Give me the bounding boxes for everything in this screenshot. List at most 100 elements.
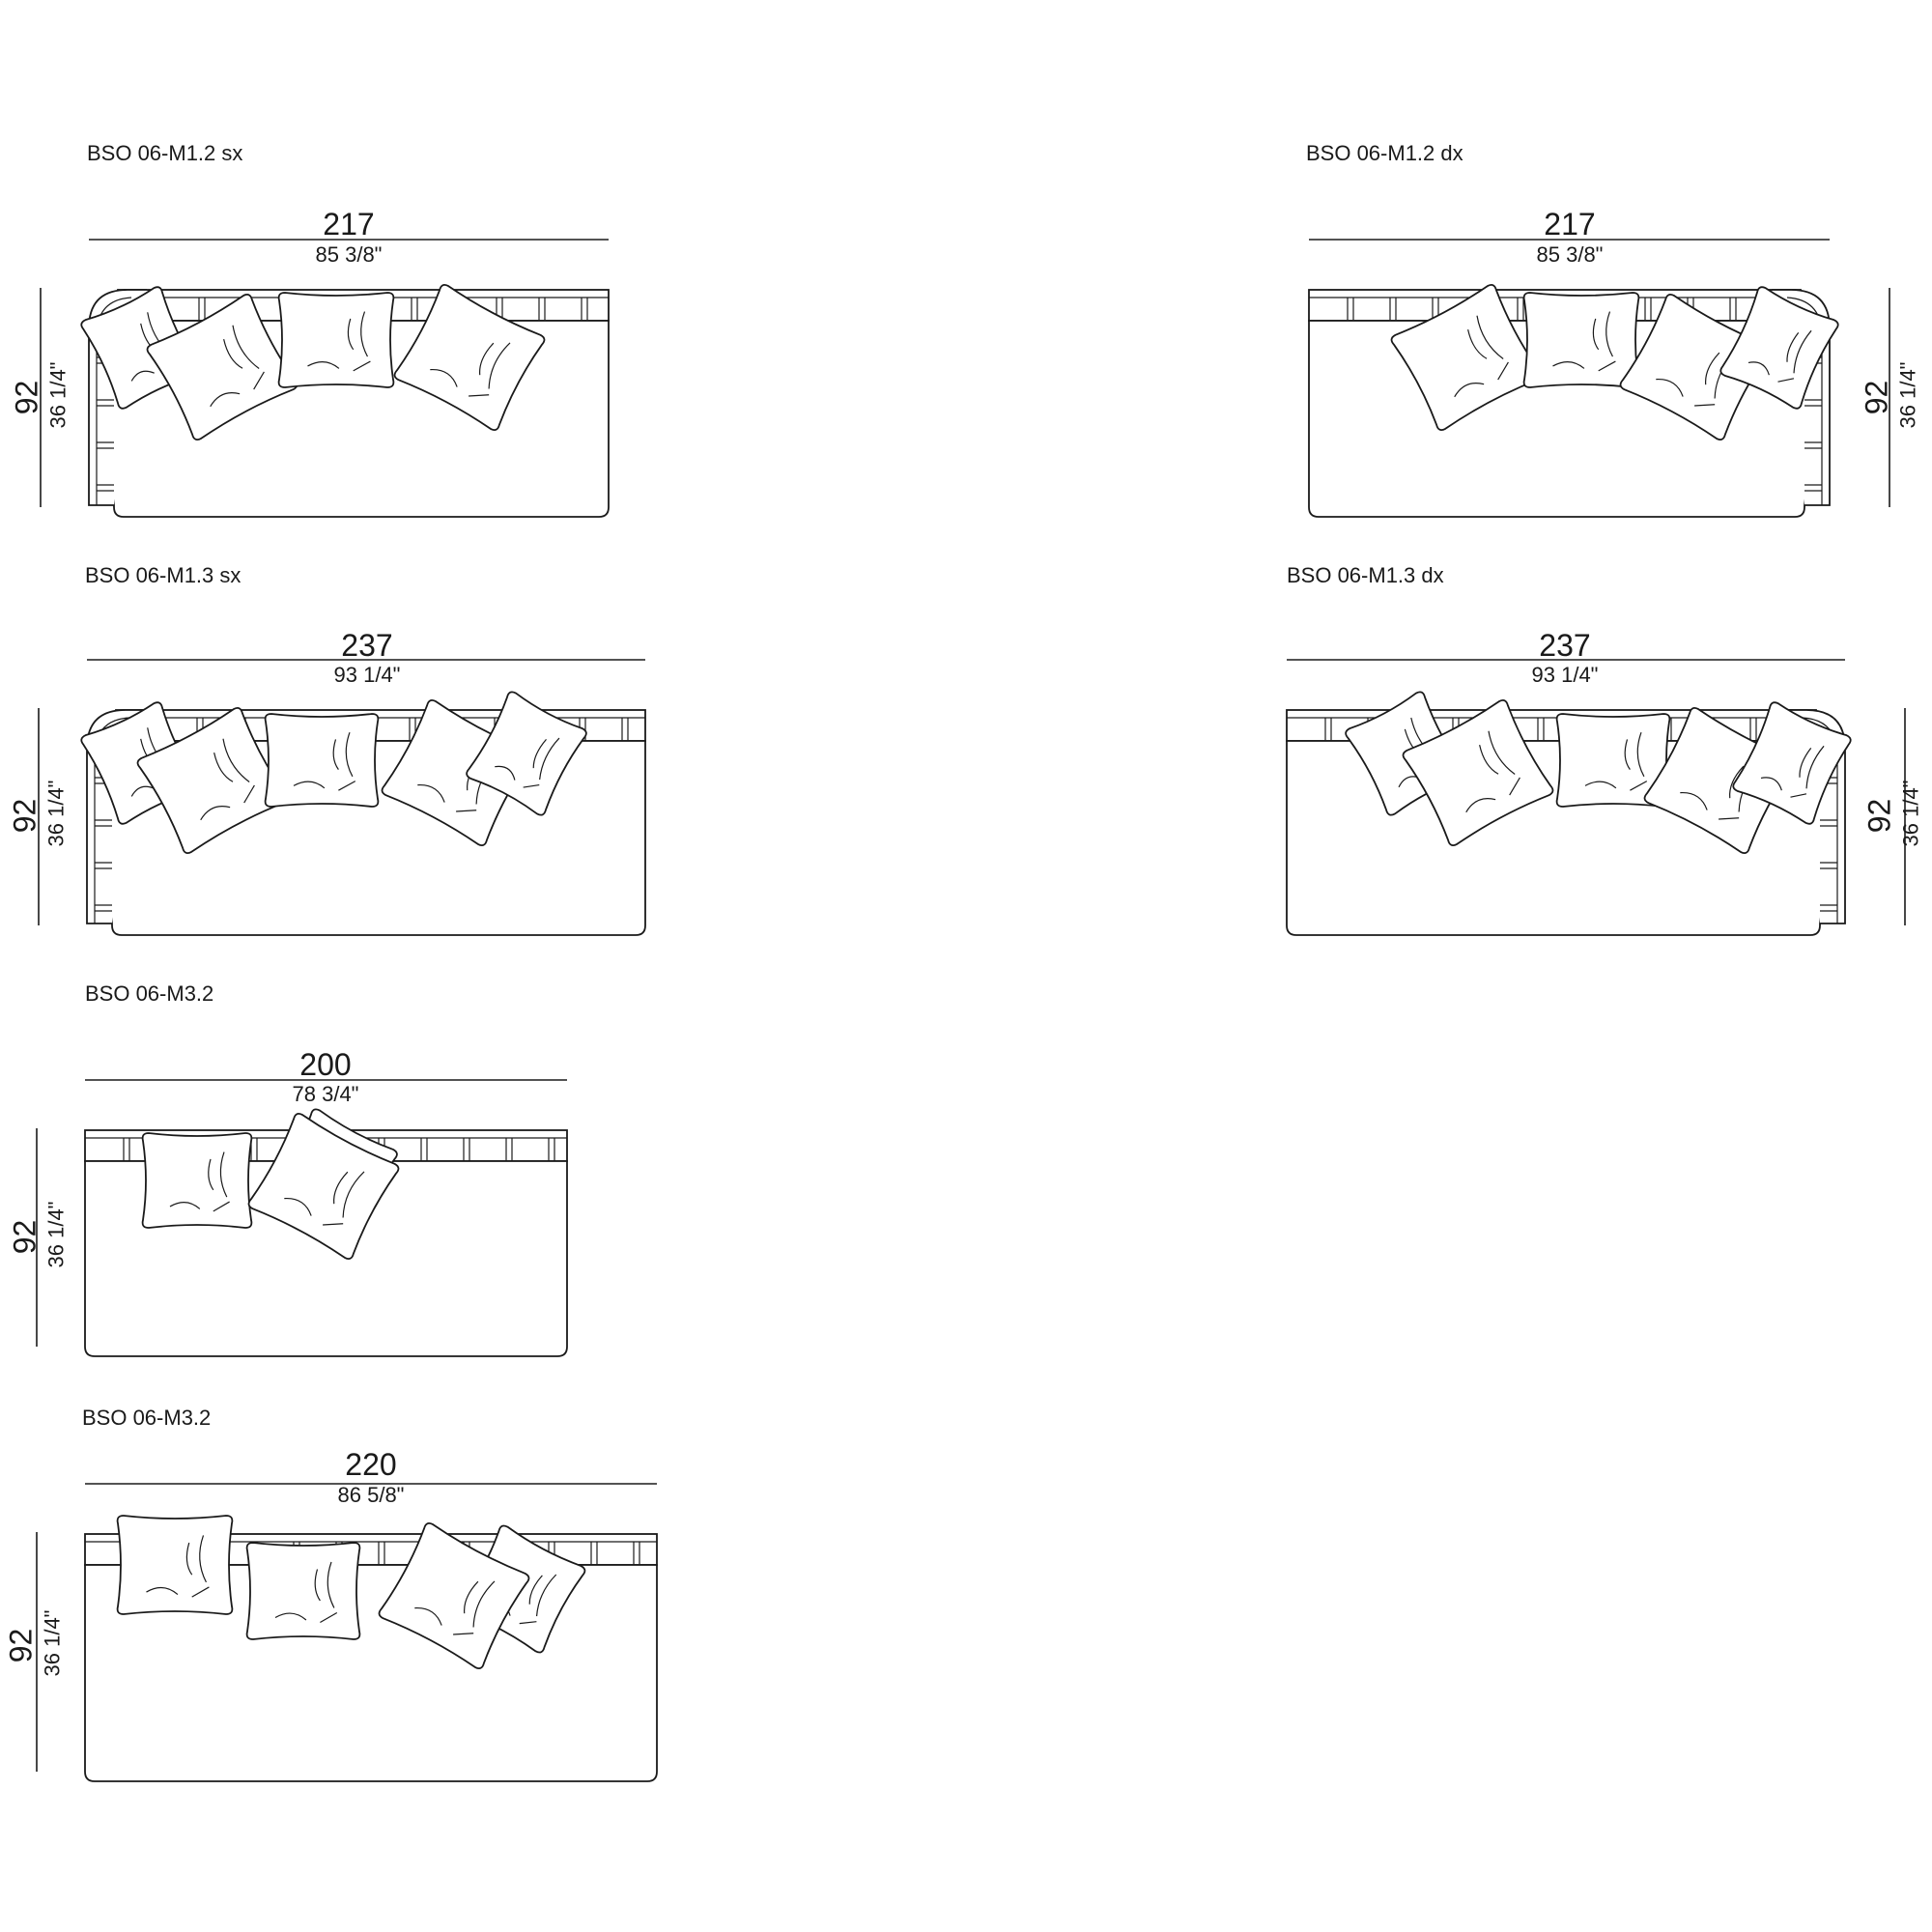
- cushion-wrinkle: [1747, 361, 1770, 376]
- cushion-wrinkle: [338, 781, 356, 791]
- throw-pillow: [378, 1522, 530, 1669]
- cushion-wrinkle: [1497, 361, 1509, 381]
- throw-pillow: [1732, 701, 1852, 825]
- sofa-m32-200: [36, 1079, 568, 1357]
- cushion-outline: [277, 292, 395, 388]
- cushion-wrinkle: [414, 1607, 442, 1626]
- module-m32-220: BSO 06-M3.2 220 86 5/8" 92 36 1/4": [0, 0, 966, 1835]
- cushion-wrinkle: [1705, 352, 1720, 385]
- cushion-wrinkle: [213, 1201, 230, 1212]
- cushion-wrinkle: [1624, 739, 1631, 770]
- cushion-wrinkle: [1694, 404, 1716, 407]
- module-label: BSO 06-M1.3 dx: [1287, 563, 1444, 587]
- module-label: BSO 06-M1.2 dx: [1306, 141, 1463, 165]
- module-m13sx: BSO 06-M1.3 sx 237 93 1/4" 92 36 1/4": [0, 0, 966, 966]
- cushion-outline: [245, 1542, 361, 1640]
- cushion-wrinkle: [417, 784, 445, 803]
- throw-pillow: [393, 284, 546, 431]
- cushion-wrinkle: [1488, 730, 1516, 775]
- cushion-wrinkle: [1719, 817, 1740, 820]
- width-cm: 220: [345, 1447, 397, 1482]
- throw-pillow: [141, 1132, 253, 1229]
- sofa-m12sx: [40, 239, 610, 518]
- cushion-wrinkle: [1509, 777, 1520, 796]
- cushion-outline: [1732, 701, 1852, 825]
- cushion-wrinkle: [1656, 379, 1684, 397]
- cushion-wrinkle: [539, 737, 560, 781]
- cushion-wrinkle: [430, 369, 458, 387]
- cushion-wrinkle: [532, 739, 547, 769]
- cushion-wrinkle: [523, 783, 540, 788]
- cushion-wrinkle: [223, 338, 243, 369]
- cushion-wrinkle: [1636, 731, 1645, 778]
- cushion-wrinkle: [222, 738, 250, 782]
- width-cm: 217: [323, 207, 375, 242]
- cushion-wrinkle: [1467, 328, 1488, 359]
- width-in: 86 5/8": [337, 1483, 405, 1507]
- cushion-wrinkle: [345, 731, 354, 778]
- cushion-wrinkle: [1790, 793, 1807, 798]
- cushion-wrinkle: [1680, 792, 1708, 810]
- cushion-wrinkle: [1454, 383, 1485, 398]
- cushion-wrinkle: [1465, 798, 1496, 813]
- cushion-wrinkle: [320, 1611, 338, 1624]
- cushion-wrinkle: [293, 781, 326, 789]
- sofa-m32-220: [36, 1483, 658, 1782]
- cushion-outline: [1402, 699, 1554, 846]
- cushion-wrinkle: [1729, 765, 1745, 799]
- cushion-outline: [264, 713, 380, 808]
- cushion-wrinkle: [274, 1612, 307, 1621]
- cushion-wrinkle: [1552, 361, 1585, 369]
- cushion-wrinkle: [342, 1171, 365, 1218]
- cushion-wrinkle: [353, 360, 371, 372]
- throw-pillow: [146, 294, 298, 440]
- cushion-wrinkle: [169, 1202, 201, 1209]
- cushion-outline: [141, 1132, 253, 1229]
- throw-pillow: [245, 1542, 361, 1640]
- sofa-m13dx: [1286, 659, 1906, 936]
- width-in: 85 3/8": [1536, 242, 1604, 267]
- module-label: BSO 06-M1.2 sx: [87, 141, 243, 165]
- throw-pillow: [466, 691, 587, 816]
- cushion-wrinkle: [208, 1158, 214, 1191]
- cushion-wrinkle: [469, 394, 490, 397]
- cushion-wrinkle: [284, 1198, 312, 1216]
- cushion-wrinkle: [213, 752, 234, 782]
- width-cm: 237: [341, 628, 393, 663]
- cushion-wrinkle: [232, 325, 260, 369]
- cushion-wrinkle: [243, 784, 255, 804]
- cushion-wrinkle: [472, 1580, 496, 1628]
- module-label: BSO 06-M3.2: [85, 981, 214, 1006]
- cushion-wrinkle: [1598, 360, 1616, 372]
- sofa-m12dx: [1308, 239, 1890, 518]
- cushion-wrinkle: [327, 1561, 335, 1608]
- width-cm: 237: [1539, 628, 1591, 663]
- cushion-wrinkle: [130, 370, 155, 382]
- cushion-wrinkle: [200, 806, 231, 821]
- cushion-wrinkle: [307, 361, 340, 369]
- throw-pillow: [277, 292, 395, 388]
- width-cm: 200: [299, 1047, 352, 1082]
- sofa-m13sx: [38, 659, 646, 936]
- cushion-wrinkle: [253, 371, 265, 390]
- cushion-wrinkle: [146, 1586, 179, 1596]
- width-in: 93 1/4": [1531, 663, 1599, 687]
- cushion-wrinkle: [479, 342, 495, 376]
- cushion-wrinkle: [323, 1223, 344, 1226]
- cushion-wrinkle: [130, 785, 155, 797]
- width-in: 78 3/4": [292, 1082, 359, 1106]
- throw-pillow: [1402, 699, 1554, 846]
- cushion-wrinkle: [1630, 781, 1648, 791]
- cushion-wrinkle: [495, 765, 516, 781]
- cushion-wrinkle: [210, 392, 241, 408]
- cushion-wrinkle: [453, 1633, 474, 1635]
- cushion-wrinkle: [528, 1575, 543, 1605]
- cushion-wrinkle: [1786, 331, 1800, 362]
- cushion-wrinkle: [1605, 311, 1613, 357]
- cushion-wrinkle: [1584, 781, 1617, 789]
- cushion-wrinkle: [347, 318, 355, 351]
- module-label: BSO 06-M3.2: [82, 1406, 212, 1430]
- cushion-wrinkle: [488, 342, 511, 389]
- cushion-outline: [378, 1522, 530, 1669]
